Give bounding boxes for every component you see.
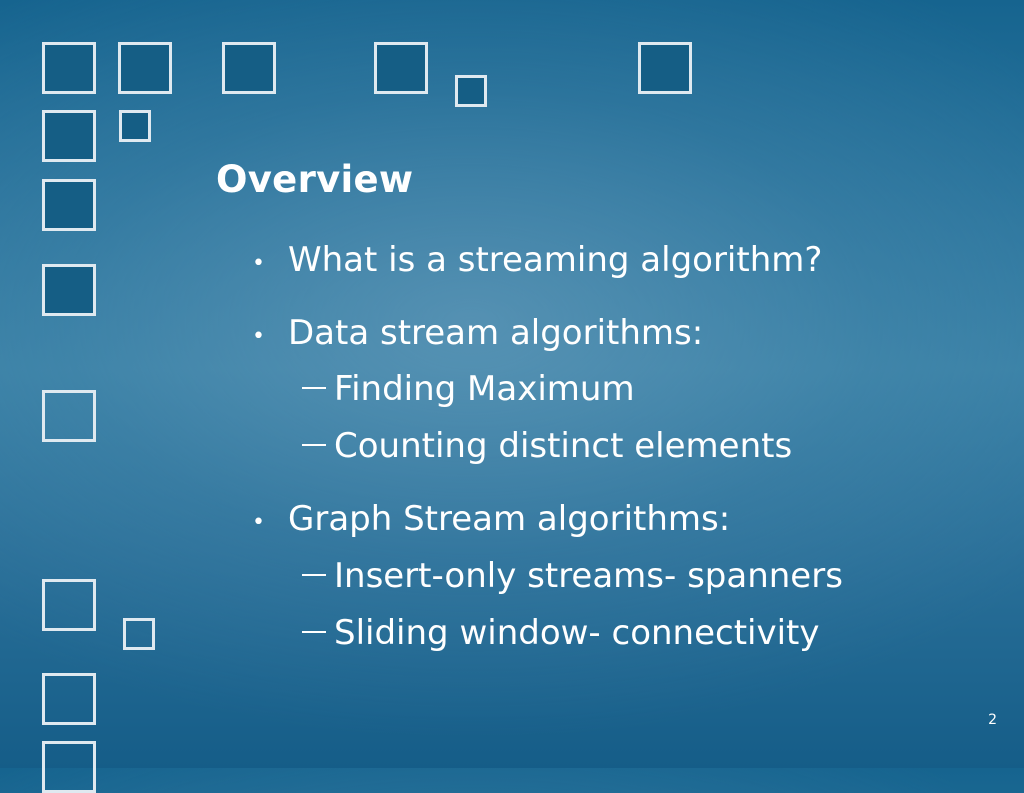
sub-bullet-text: Counting distinct elements: [334, 426, 793, 466]
bullet-dot: •: [252, 510, 265, 535]
bullet-item: What is a streaming algorithm?: [288, 240, 823, 280]
bullet-item: Data stream algorithms:: [288, 313, 704, 353]
sub-bullet-text: Sliding window- connectivity: [334, 613, 820, 653]
sub-bullet-item: Finding Maximum: [302, 369, 635, 409]
deco-square: [638, 42, 692, 94]
deco-square: [374, 42, 428, 94]
slide-title: Overview: [216, 158, 414, 201]
deco-square: [42, 390, 96, 442]
deco-square: [42, 110, 96, 162]
deco-square: [118, 42, 172, 94]
sub-bullet-text: Insert-only streams- spanners: [334, 556, 843, 596]
deco-square: [123, 618, 155, 650]
dash-marker: [302, 443, 326, 446]
deco-square: [42, 579, 96, 631]
sub-bullet-item: Sliding window- connectivity: [302, 613, 820, 653]
sub-bullet-item: Counting distinct elements: [302, 426, 792, 466]
slide-content: • What is a streaming algorithm? • Data …: [0, 0, 1024, 768]
deco-square: [42, 179, 96, 231]
dash-marker: [302, 630, 326, 633]
bullet-dot: •: [252, 324, 265, 349]
sub-bullet-text: Finding Maximum: [334, 369, 635, 409]
bullet-dot: •: [252, 251, 265, 276]
deco-square: [119, 110, 151, 142]
deco-square: [42, 42, 96, 94]
deco-square: [42, 264, 96, 316]
deco-square: [222, 42, 276, 94]
deco-square: [455, 75, 487, 107]
bullet-item: Graph Stream algorithms:: [288, 499, 731, 539]
page-number: 2: [988, 712, 997, 728]
dash-marker: [302, 386, 326, 389]
deco-square: [42, 673, 96, 725]
dash-marker: [302, 573, 326, 576]
sub-bullet-item: Insert-only streams- spanners: [302, 556, 843, 596]
